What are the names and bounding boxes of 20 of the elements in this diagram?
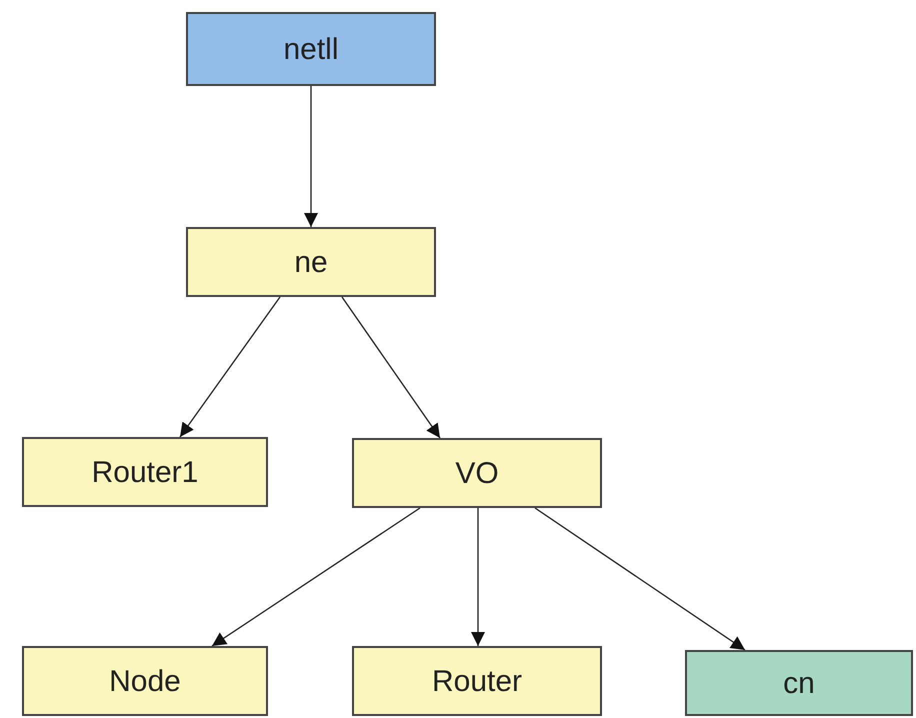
arrow <box>179 296 281 438</box>
node-label: netll <box>283 32 339 68</box>
node-label: VO <box>455 456 499 492</box>
node-label: cn <box>783 666 815 702</box>
node-box <box>22 646 268 716</box>
arrow <box>534 507 746 651</box>
node-label: ne <box>294 244 328 280</box>
node-box <box>352 438 602 508</box>
arrow <box>304 86 318 227</box>
node-label: Node <box>109 664 181 700</box>
node-box <box>352 646 602 716</box>
node-box <box>186 227 436 297</box>
arrow <box>471 508 485 646</box>
arrow <box>212 507 420 647</box>
node-label: Router1 <box>92 454 198 490</box>
node-box <box>22 437 268 507</box>
node-box <box>685 650 913 716</box>
node-label: Router <box>432 664 522 700</box>
arrow <box>341 296 441 438</box>
node-box <box>186 12 436 86</box>
